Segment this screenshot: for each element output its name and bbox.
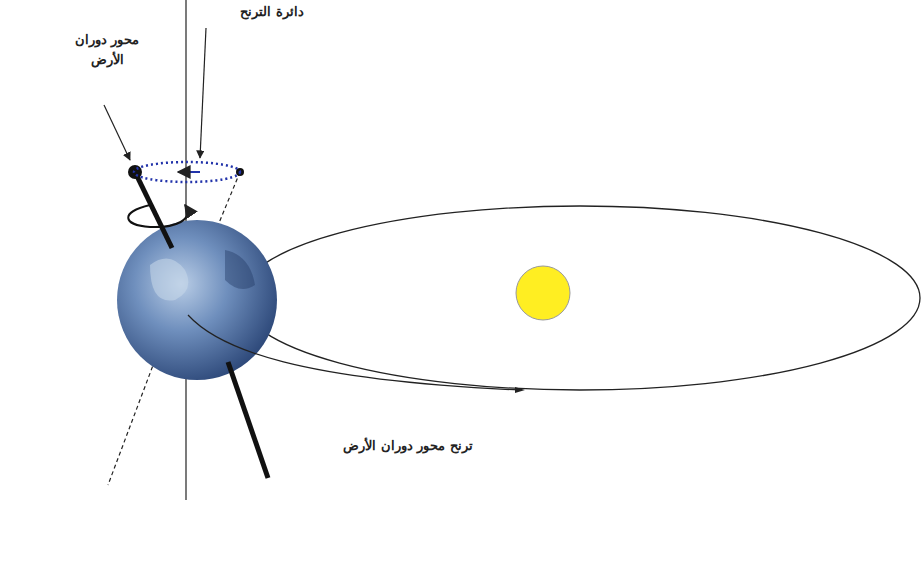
leader-arrow (104, 105, 130, 160)
earth-land (225, 250, 255, 289)
callout-label: دائرة الترنح (222, 2, 322, 22)
orbit-arrowhead (515, 387, 525, 393)
sun (516, 266, 570, 320)
earth-globe (117, 220, 277, 380)
precession-direction (178, 171, 200, 173)
precession-circle (134, 162, 240, 182)
dashed-axis (108, 360, 155, 485)
callout-label: ترنح محور دوران الأرض (318, 436, 498, 456)
callout-label: محور دوران الأرض (68, 30, 146, 69)
orbit-path (188, 315, 520, 390)
leader-arrow (200, 28, 206, 158)
spin-arrow (128, 205, 187, 227)
rotation-axis (135, 172, 172, 248)
rotation-axis (228, 362, 268, 478)
earth-land (150, 259, 188, 301)
orbit-ellipse (240, 206, 920, 390)
